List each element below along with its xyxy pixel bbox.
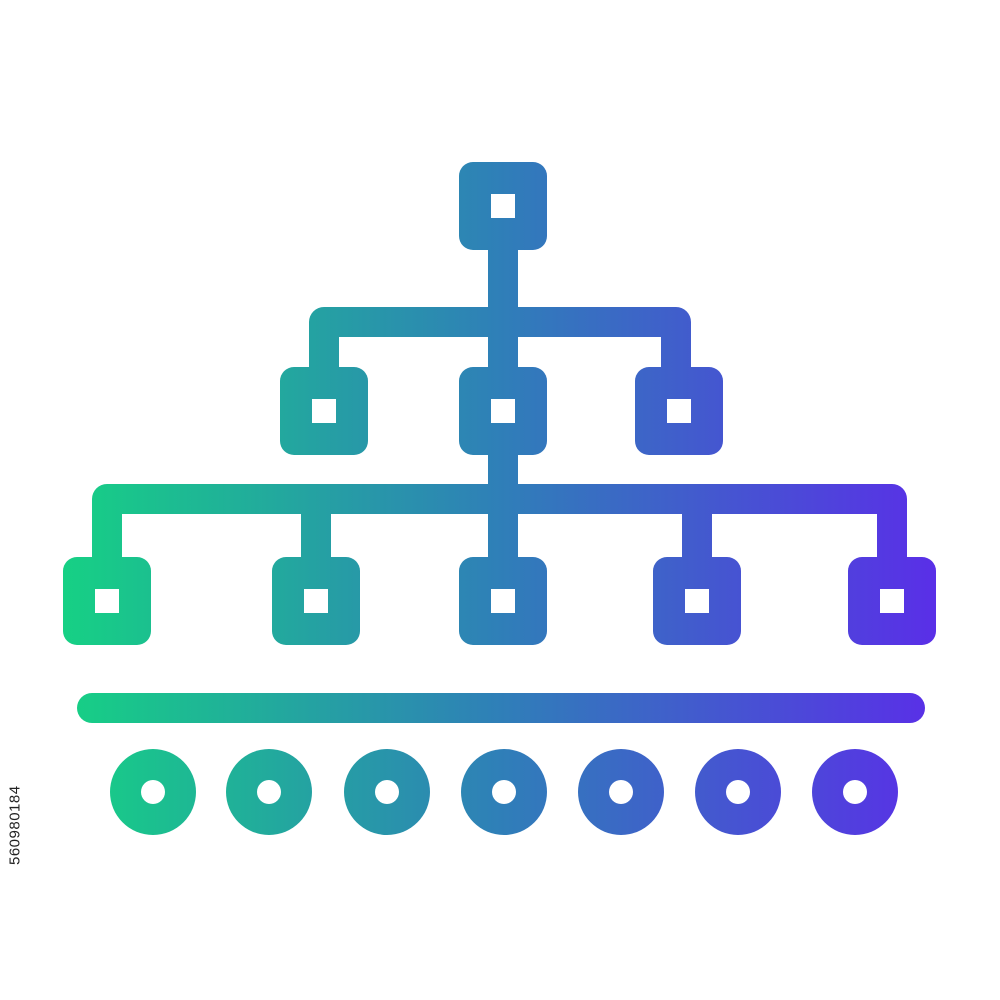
circle-node-5 [578, 749, 664, 835]
node-box-hole [312, 399, 336, 423]
circle-hole [492, 780, 516, 804]
circle-hole [726, 780, 750, 804]
circle-hole [375, 780, 399, 804]
connector-lines [92, 230, 907, 585]
circle-row [110, 749, 898, 835]
node-box-hole [685, 589, 709, 613]
circle-node-1 [110, 749, 196, 835]
circle-hole [843, 780, 867, 804]
circle-hole [141, 780, 165, 804]
connector-bottom-bracket [92, 484, 907, 585]
node-box-hole [491, 399, 515, 423]
node-box-hole [95, 589, 119, 613]
circle-node-2 [226, 749, 312, 835]
circle-node-6 [695, 749, 781, 835]
circle-hole [609, 780, 633, 804]
node-box-hole [880, 589, 904, 613]
circle-node-4 [461, 749, 547, 835]
node-bottom-1 [63, 557, 151, 645]
circle-hole [257, 780, 281, 804]
node-box-hole [304, 589, 328, 613]
node-middle-3 [635, 367, 723, 455]
stock-id-label: 560980184 [6, 785, 24, 865]
node-box-hole [491, 589, 515, 613]
node-box-hole [491, 194, 515, 218]
circle-node-3 [344, 749, 430, 835]
node-boxes [63, 162, 936, 645]
circle-node-7 [812, 749, 898, 835]
node-middle-1 [280, 367, 368, 455]
connector-middle-bracket [309, 307, 691, 390]
node-bottom-4 [653, 557, 741, 645]
node-box-hole [667, 399, 691, 423]
node-middle-2 [459, 367, 547, 455]
node-top [459, 162, 547, 250]
node-bottom-3 [459, 557, 547, 645]
node-bottom-5 [848, 557, 936, 645]
node-bottom-2 [272, 557, 360, 645]
